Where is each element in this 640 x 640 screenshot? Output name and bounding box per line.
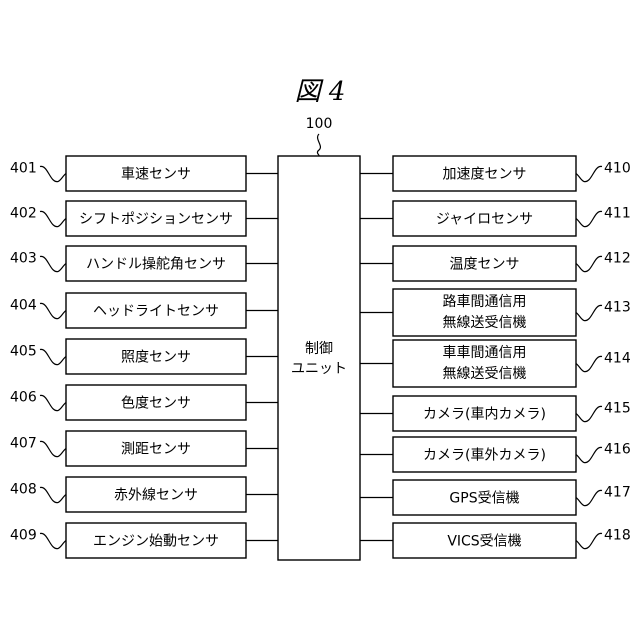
device-label-418: VICS受信機 — [447, 534, 521, 550]
control-unit-box — [278, 156, 360, 560]
ref-leader-415 — [576, 406, 602, 421]
ref-leader-408 — [40, 487, 66, 502]
ref-leader-413 — [576, 305, 602, 320]
ref-number-408: 408 — [10, 482, 37, 498]
sensor-label-401: 車速センサ — [121, 166, 191, 183]
device-label-416: カメラ(車外カメラ) — [423, 447, 546, 464]
ref-number-406: 406 — [10, 390, 37, 406]
ref-leader-404 — [40, 303, 66, 318]
ref-number-412: 412 — [604, 251, 631, 267]
ref-leader-412 — [576, 256, 602, 271]
ref-leader-409 — [40, 533, 66, 548]
ref-number-413: 413 — [604, 300, 631, 316]
left-blocks: 車速センサ 401 シフトポジションセンサ 402 ハンドル操舵角センサ 403 ヘッドライ… — [10, 156, 278, 558]
sensor-label-404: ヘッドライトセンサ — [93, 304, 219, 320]
sensor-label-405: 照度センサ — [121, 350, 191, 366]
ref-number-405: 405 — [10, 344, 37, 360]
sensor-label-406: 色度センサ — [121, 395, 191, 412]
figure-title: 図 4 — [295, 77, 346, 107]
sensor-label-403: ハンドル操舵角センサ — [86, 257, 226, 273]
device-label-414-line-2: 無線送受信機 — [443, 366, 527, 382]
ref-number-403: 403 — [10, 251, 37, 267]
device-label-415: カメラ(車内カメラ) — [423, 406, 546, 423]
device-label-412: 温度センサ — [450, 257, 520, 273]
ref-leader-402 — [40, 211, 66, 226]
ref-number-402: 402 — [10, 206, 37, 222]
device-label-411: ジャイロセンサ — [436, 212, 533, 228]
ref-leader-407 — [40, 441, 66, 456]
ref-leader-414 — [576, 356, 602, 371]
ref-leader-410 — [576, 166, 602, 181]
ref-leader-403 — [40, 256, 66, 271]
ref-number-411: 411 — [604, 206, 631, 222]
ref-number-407: 407 — [10, 436, 37, 452]
ref-leader-418 — [576, 533, 602, 548]
ref-number-416: 416 — [604, 442, 631, 458]
ref-leader-411 — [576, 211, 602, 226]
right-blocks: 加速度センサ 410 ジャイロセンサ 411 温度センサ 412 路車間通信用無線送受信機 4… — [360, 156, 631, 558]
ref-number-417: 417 — [604, 485, 631, 501]
device-label-414-line-1: 車車間通信用 — [443, 344, 527, 361]
ref-number-401: 401 — [10, 161, 37, 177]
device-label-410: 加速度センサ — [443, 167, 527, 183]
ref-number-404: 404 — [10, 298, 37, 314]
sensor-label-407: 測距センサ — [121, 442, 191, 458]
sensor-label-408: 赤外線センサ — [114, 488, 198, 504]
ref-leader-406 — [40, 395, 66, 410]
control-unit-ref: 100 — [306, 116, 333, 132]
ref-number-415: 415 — [604, 401, 631, 417]
sensor-label-409: エンジン始動センサ — [93, 534, 219, 550]
device-label-417: GPS受信機 — [449, 491, 519, 507]
device-label-413-line-1: 路車間通信用 — [443, 293, 527, 310]
ref-number-409: 409 — [10, 528, 37, 544]
ref-leader-401 — [40, 166, 66, 181]
control-unit-label-line-1: 制御 — [305, 341, 333, 357]
control-unit-ref-leader — [317, 134, 320, 156]
ref-leader-405 — [40, 349, 66, 364]
ref-leader-416 — [576, 447, 602, 462]
ref-number-410: 410 — [604, 161, 631, 177]
device-label-413-line-2: 無線送受信機 — [443, 315, 527, 331]
ref-number-418: 418 — [604, 528, 631, 544]
ref-leader-417 — [576, 490, 602, 505]
ref-number-414: 414 — [604, 351, 631, 367]
sensor-label-402: シフトポジションセンサ — [79, 212, 233, 228]
control-unit-label-line-2: ユニット — [291, 361, 347, 377]
